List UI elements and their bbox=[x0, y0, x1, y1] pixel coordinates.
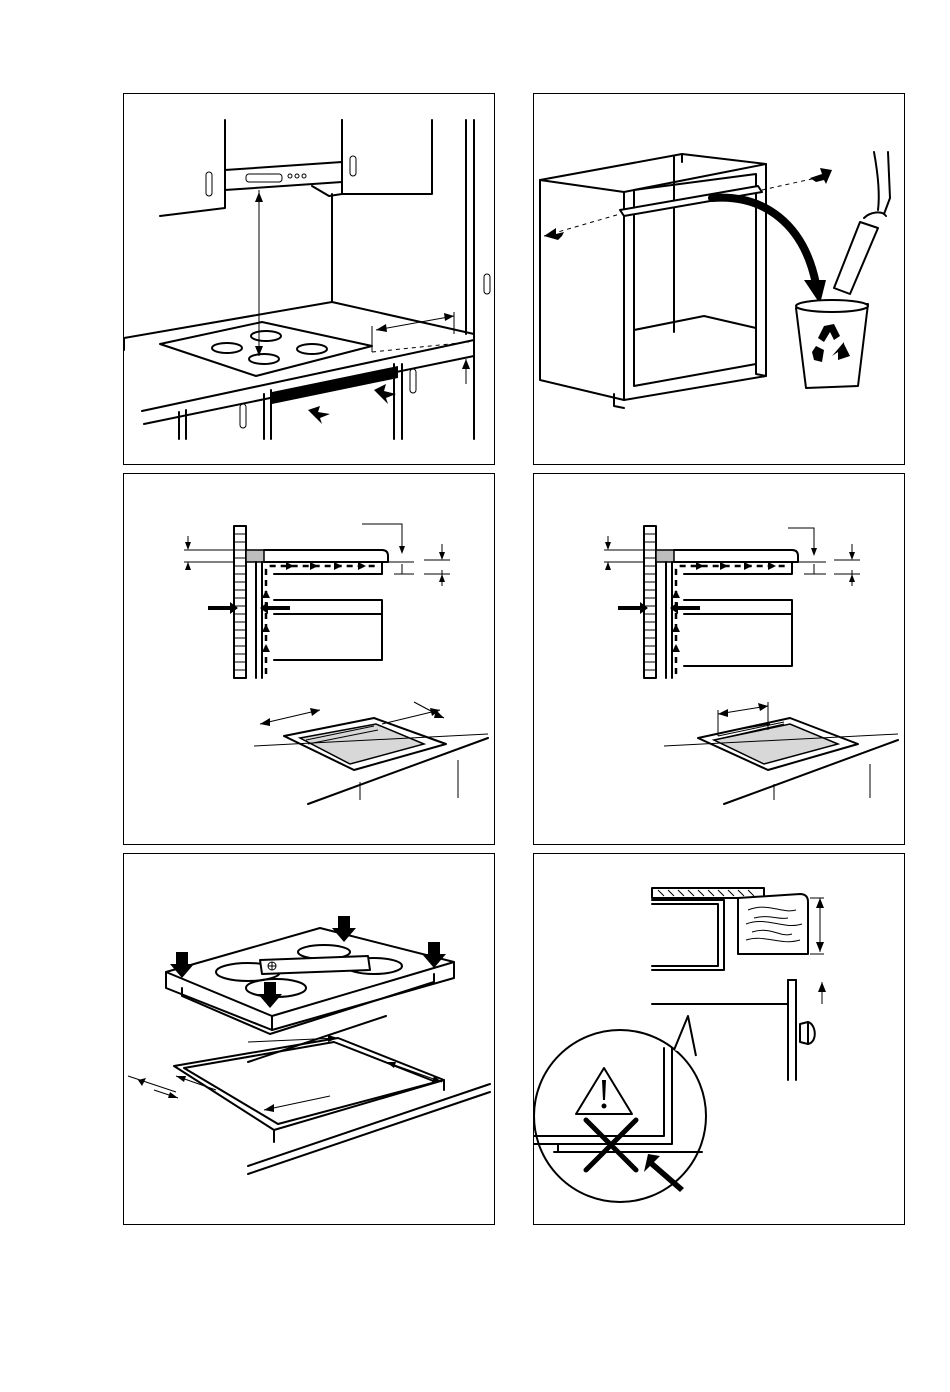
brick-wall bbox=[234, 526, 246, 678]
hob-insertion-illustration bbox=[124, 854, 494, 1224]
cooking-zone-1 bbox=[212, 343, 242, 353]
control-panel-label bbox=[260, 956, 370, 974]
cooking-zone-4 bbox=[249, 354, 279, 364]
left-cabinet-handle bbox=[206, 172, 212, 196]
ventilation-oven-illustration bbox=[534, 474, 904, 844]
ventilation-strip bbox=[272, 366, 398, 404]
cooking-zone-3 bbox=[297, 344, 327, 354]
cabinet-top-frame bbox=[540, 154, 766, 192]
warning-detail-illustration bbox=[534, 854, 904, 1224]
cabinet-side-panel bbox=[540, 180, 624, 400]
leader-line bbox=[362, 524, 402, 552]
clearance-dimension bbox=[424, 544, 450, 586]
gap-arrow-right bbox=[670, 602, 700, 614]
wooden-trim bbox=[738, 894, 808, 954]
right-removal-arrow bbox=[810, 168, 832, 184]
brick-wall bbox=[644, 526, 656, 678]
removed-panel bbox=[834, 222, 878, 294]
worktop-front-edge bbox=[142, 340, 474, 411]
worktop-thickness-dimension bbox=[604, 536, 644, 570]
panel-ventilation-oven-unit bbox=[533, 473, 905, 845]
side-clearance-dimension bbox=[376, 316, 454, 330]
worktop-thickness-dimension bbox=[184, 536, 234, 570]
drawer-unit bbox=[274, 600, 382, 660]
clearance-dimension bbox=[834, 544, 860, 586]
airflow-path bbox=[676, 566, 788, 674]
recycle-bin bbox=[796, 304, 868, 388]
panel-ventilation-drawer-unit bbox=[123, 473, 495, 845]
ventilation-drawer-illustration bbox=[124, 474, 494, 844]
panel-hob-installation-overview bbox=[123, 93, 495, 465]
right-cabinet-handle bbox=[350, 156, 356, 176]
cooking-zone-2 bbox=[251, 331, 281, 341]
panel-cabinet-panel-removal bbox=[533, 93, 905, 465]
worktop-back-edge bbox=[124, 302, 474, 338]
left-wall-cabinet bbox=[160, 120, 225, 216]
left-removal-arrow bbox=[544, 228, 564, 240]
hand bbox=[874, 152, 879, 210]
worktop-section bbox=[674, 550, 798, 562]
kitchen-overview-illustration bbox=[124, 94, 494, 464]
airflow-arrow-left bbox=[308, 406, 330, 424]
gap-arrow-right bbox=[260, 602, 290, 614]
airflow-path bbox=[266, 566, 378, 674]
detail-magnifier bbox=[534, 1030, 706, 1202]
extractor-hood bbox=[225, 162, 342, 190]
hob-glass-top bbox=[166, 928, 454, 1030]
hood-light bbox=[246, 174, 282, 182]
cabinet-recycling-illustration bbox=[534, 94, 904, 464]
panel-hob-insertion bbox=[123, 853, 495, 1225]
drawer-front bbox=[788, 980, 796, 1080]
oven-unit bbox=[684, 600, 792, 666]
worktop-section bbox=[264, 550, 388, 562]
edge-distance-dimension bbox=[128, 1076, 176, 1092]
panel-worktop-edge-warning bbox=[533, 853, 905, 1225]
discard-arrow bbox=[712, 198, 816, 284]
drawer-knob bbox=[800, 1022, 808, 1044]
hob-body-profile bbox=[652, 900, 724, 970]
airflow-arrow-right bbox=[374, 384, 396, 404]
